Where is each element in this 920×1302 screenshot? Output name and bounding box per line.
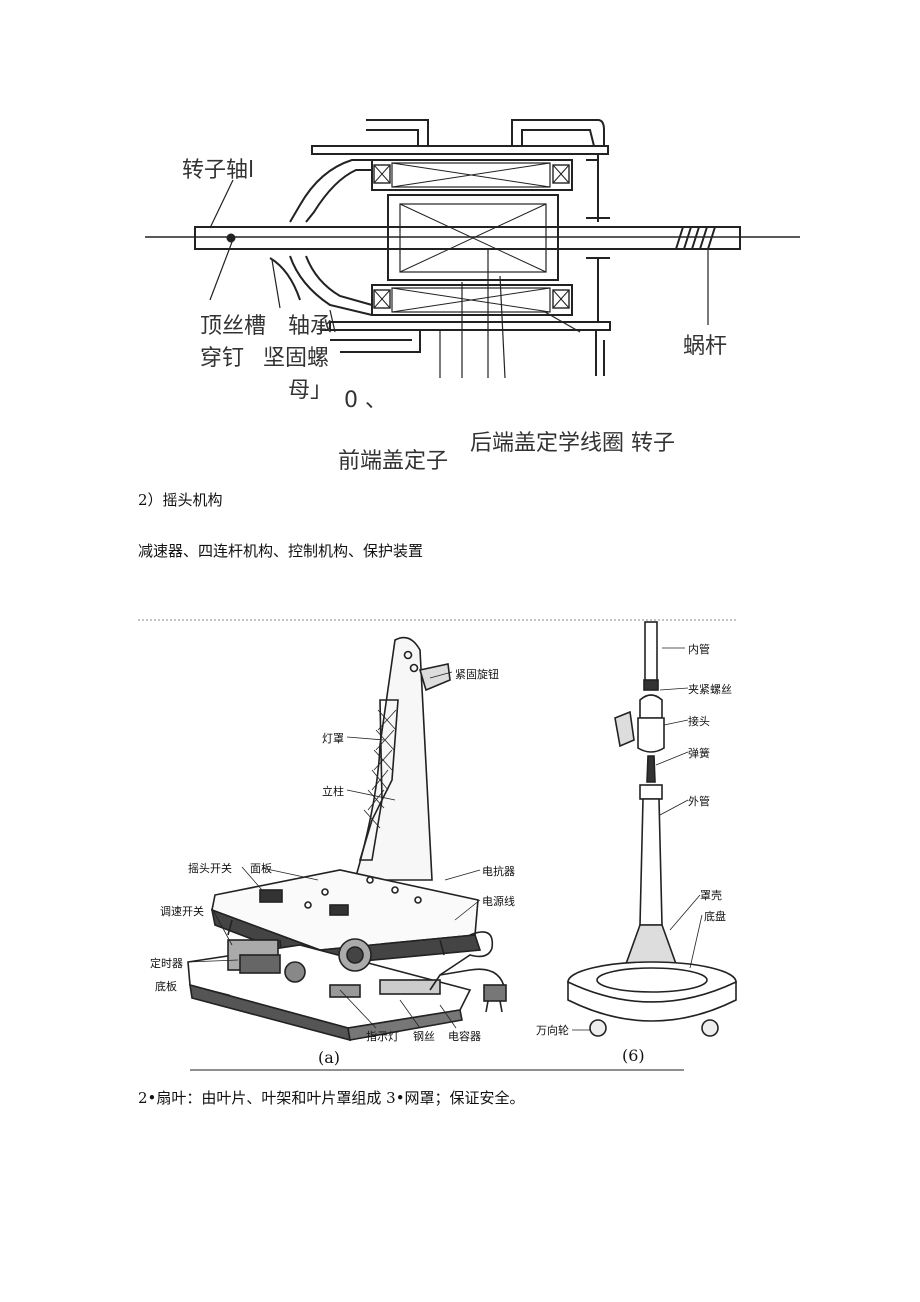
label-base-plate: 底板 [155, 980, 177, 993]
label-caster: 万向轮 [536, 1024, 569, 1037]
label-base-disc: 底盘 [704, 910, 726, 923]
label-steel-wire: 钢丝 [413, 1030, 435, 1043]
label-panel: 面板 [250, 862, 272, 875]
section-heading: 2）摇头机构 [138, 491, 223, 509]
label-indicator-light: 指示灯 [366, 1030, 399, 1043]
label-joint: 接头 [688, 715, 710, 728]
footer-line: 2•扇叶：由叶片、叶架和叶片罩组成 3•网罩；保证安全。 [138, 1089, 525, 1107]
label-spring: 弹簧 [688, 747, 710, 760]
label-speed-switch: 调速开关 [160, 905, 204, 918]
label-clamp-screw: 夹紧螺丝 [688, 683, 732, 696]
label-bearing: 轴承 [288, 314, 333, 339]
label-power-cord: 电源线 [482, 895, 515, 908]
label-lock-nut: 坚固螺 [263, 346, 330, 371]
label-oscillation-switch: 摇头开关 [188, 862, 232, 875]
label-rotor-shaft: 转子轴l [182, 158, 255, 183]
components-line: 减速器、四连杆机构、控制机构、保护装置 [138, 542, 424, 560]
label-capacitor: 电容器 [448, 1030, 481, 1043]
label-worm: 蜗杆 [683, 334, 728, 359]
label-cover-shell: 罩壳 [700, 889, 722, 902]
label-zero-mark: 0 、 [344, 388, 387, 413]
label-outer-tube: 外管 [688, 795, 710, 808]
label-lock-nut-cont: 母」 [288, 378, 333, 403]
label-timer: 定时器 [150, 957, 183, 970]
label-column: 立柱 [322, 785, 344, 798]
caption-a: (a) [318, 1048, 341, 1067]
motor-diagram [145, 119, 800, 379]
label-through-nail: 穿钉 [200, 346, 245, 371]
label-top-wire-slot: 顶丝槽 [200, 314, 267, 339]
label-front-cover-stator: 前端盖定子 [338, 449, 449, 474]
label-rear-cover-coil-rotor: 后端盖定学线圈 转子 [470, 431, 675, 456]
label-tighten-knob: 紧固旋钮 [455, 668, 499, 681]
label-motor: 电抗器 [482, 865, 515, 878]
label-inner-tube: 内管 [688, 643, 710, 656]
caption-b: (6) [622, 1046, 645, 1065]
label-lamp-cover: 灯罩 [322, 732, 344, 745]
